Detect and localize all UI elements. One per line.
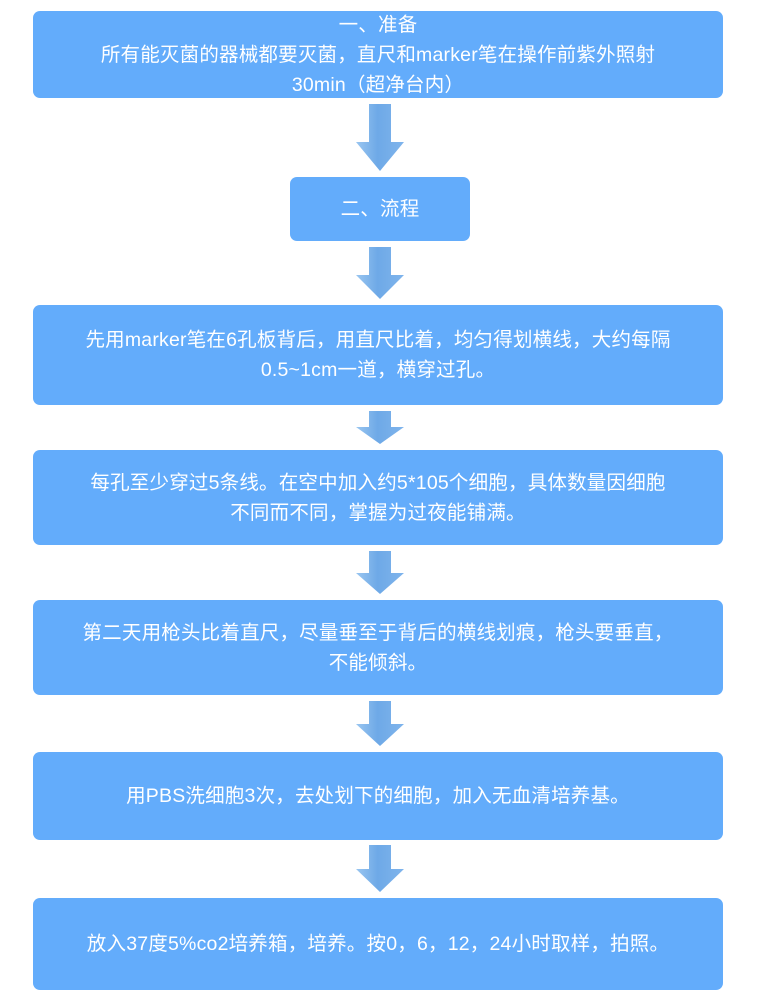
flow-node-step3-label: 第二天用枪头比着直尺，尽量垂至于背后的横线划痕，枪头要垂直， 不能倾斜。 [82, 621, 674, 674]
flow-node-step1[interactable]: 先用marker笔在6孔板背后，用直尺比着，均匀得划横线，大约每隔 0.5~1c… [33, 305, 723, 405]
flow-node-step5-label: 放入37度5%co2培养箱，培养。按0，6，12，24小时取样，拍照。 [86, 933, 670, 955]
flow-arrow-down-3 [354, 411, 406, 445]
flow-node-prepare-label: 一、准备 所有能灭菌的器械都要灭菌，直尺和marker笔在操作前紫外照射 30m… [100, 13, 656, 96]
flow-arrow-down-1 [354, 104, 406, 172]
flow-arrow-down-2 [354, 247, 406, 300]
flow-node-process-label: 二、流程 [340, 198, 420, 220]
flow-node-step3[interactable]: 第二天用枪头比着直尺，尽量垂至于背后的横线划痕，枪头要垂直， 不能倾斜。 [33, 600, 723, 695]
flow-node-step5[interactable]: 放入37度5%co2培养箱，培养。按0，6，12，24小时取样，拍照。 [33, 898, 723, 990]
flow-node-prepare[interactable]: 一、准备 所有能灭菌的器械都要灭菌，直尺和marker笔在操作前紫外照射 30m… [33, 11, 723, 98]
flow-arrow-down-5 [354, 701, 406, 747]
flow-node-step2-label: 每孔至少穿过5条线。在空中加入约5*105个细胞，具体数量因细胞 不同而不同，掌… [90, 471, 666, 524]
flow-arrow-down-4 [354, 551, 406, 595]
flow-node-step1-label: 先用marker笔在6孔板背后，用直尺比着，均匀得划横线，大约每隔 0.5~1c… [85, 329, 671, 381]
flow-node-step4-label: 用PBS洗细胞3次，去处划下的细胞，加入无血清培养基。 [126, 785, 630, 807]
flow-node-step2[interactable]: 每孔至少穿过5条线。在空中加入约5*105个细胞，具体数量因细胞 不同而不同，掌… [33, 450, 723, 545]
flow-arrow-down-6 [354, 845, 406, 893]
flow-node-step4[interactable]: 用PBS洗细胞3次，去处划下的细胞，加入无血清培养基。 [33, 752, 723, 840]
flow-node-process[interactable]: 二、流程 [290, 177, 470, 241]
